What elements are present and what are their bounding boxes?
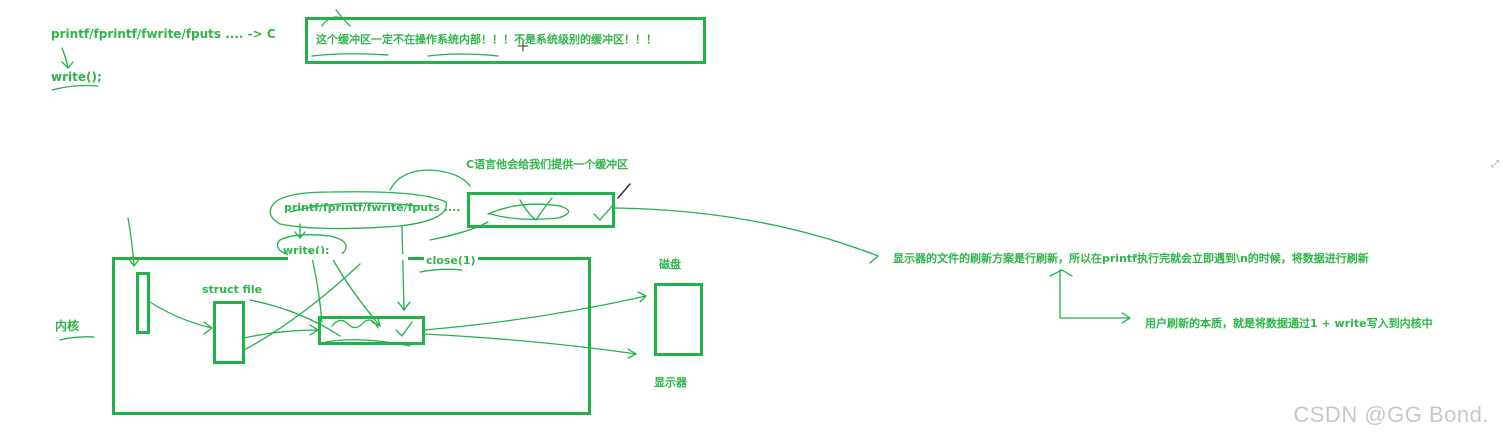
fd-array-box	[136, 272, 150, 334]
arrow-chain-to-buffer	[397, 225, 411, 312]
kernel-underline	[59, 336, 95, 341]
connector-refresh-tick	[1049, 269, 1073, 277]
arrow-c-buffer-to-note	[613, 207, 880, 264]
connector-refresh	[1059, 269, 1132, 324]
underline-note-a	[311, 53, 389, 57]
lasso-chain	[269, 191, 447, 230]
loop-tail	[429, 221, 489, 241]
buffer-note-box	[305, 17, 706, 64]
kernel-label: 内核	[55, 319, 80, 333]
underline-note-b	[427, 53, 499, 57]
top-write-label: write();	[51, 70, 102, 84]
kernel-buffer-scribble	[331, 319, 413, 338]
watermark: CSDN @GG Bond.	[1293, 402, 1489, 427]
user-refresh-note-label: 用户刷新的本质，就是将数据通过1 + write写入到内核中	[1145, 317, 1433, 330]
underline-write-top	[51, 84, 99, 91]
line-from-file	[243, 263, 361, 351]
arrow-to-disk	[423, 291, 648, 331]
kernel-buffer-box	[318, 316, 425, 345]
arrow-down-top	[61, 47, 74, 69]
buffer-scribble	[487, 197, 613, 221]
loop-upper	[389, 169, 471, 191]
disk-label: 磁盘	[659, 258, 681, 271]
buffer-note-label: 这个缓冲区一定不在操作系统内部！！！不是系统级别的缓冲区！！！	[316, 33, 657, 46]
refresh-note-label: 显示器的文件的刷新方案是行刷新，所以在printf执行完就会立即遇到\n的时候，…	[893, 252, 1369, 265]
mid-call-chain-label: printf/fprintf/fwrite/fputs ....	[284, 201, 461, 214]
close-call-label: close(1)	[424, 254, 478, 268]
arrow-down-left	[127, 217, 141, 268]
mid-write-label: write();	[283, 244, 330, 257]
top-call-chain-label: printf/fprintf/fwrite/fputs .... -> C	[51, 27, 276, 41]
c-buffer-box	[467, 192, 615, 228]
arrow-fd-to-file	[149, 301, 214, 335]
line-cross	[249, 299, 341, 337]
c-buffer-title: C语言他会给我们提供一个缓冲区	[466, 158, 629, 171]
struct-file-label: struct file	[202, 283, 263, 296]
lasso-chain-2	[289, 202, 421, 213]
expand-icon: ⤢	[1491, 159, 1499, 170]
struct-file-box	[213, 301, 245, 364]
arrow-to-monitor	[423, 333, 638, 359]
disk-box	[654, 283, 703, 356]
cursor-mark	[517, 40, 529, 52]
pen-icon	[617, 183, 631, 199]
monitor-label: 显示器	[654, 376, 687, 389]
kernel-box-gap	[288, 254, 408, 260]
underline-close	[419, 268, 463, 273]
arrow-chain-to-write	[294, 223, 306, 240]
